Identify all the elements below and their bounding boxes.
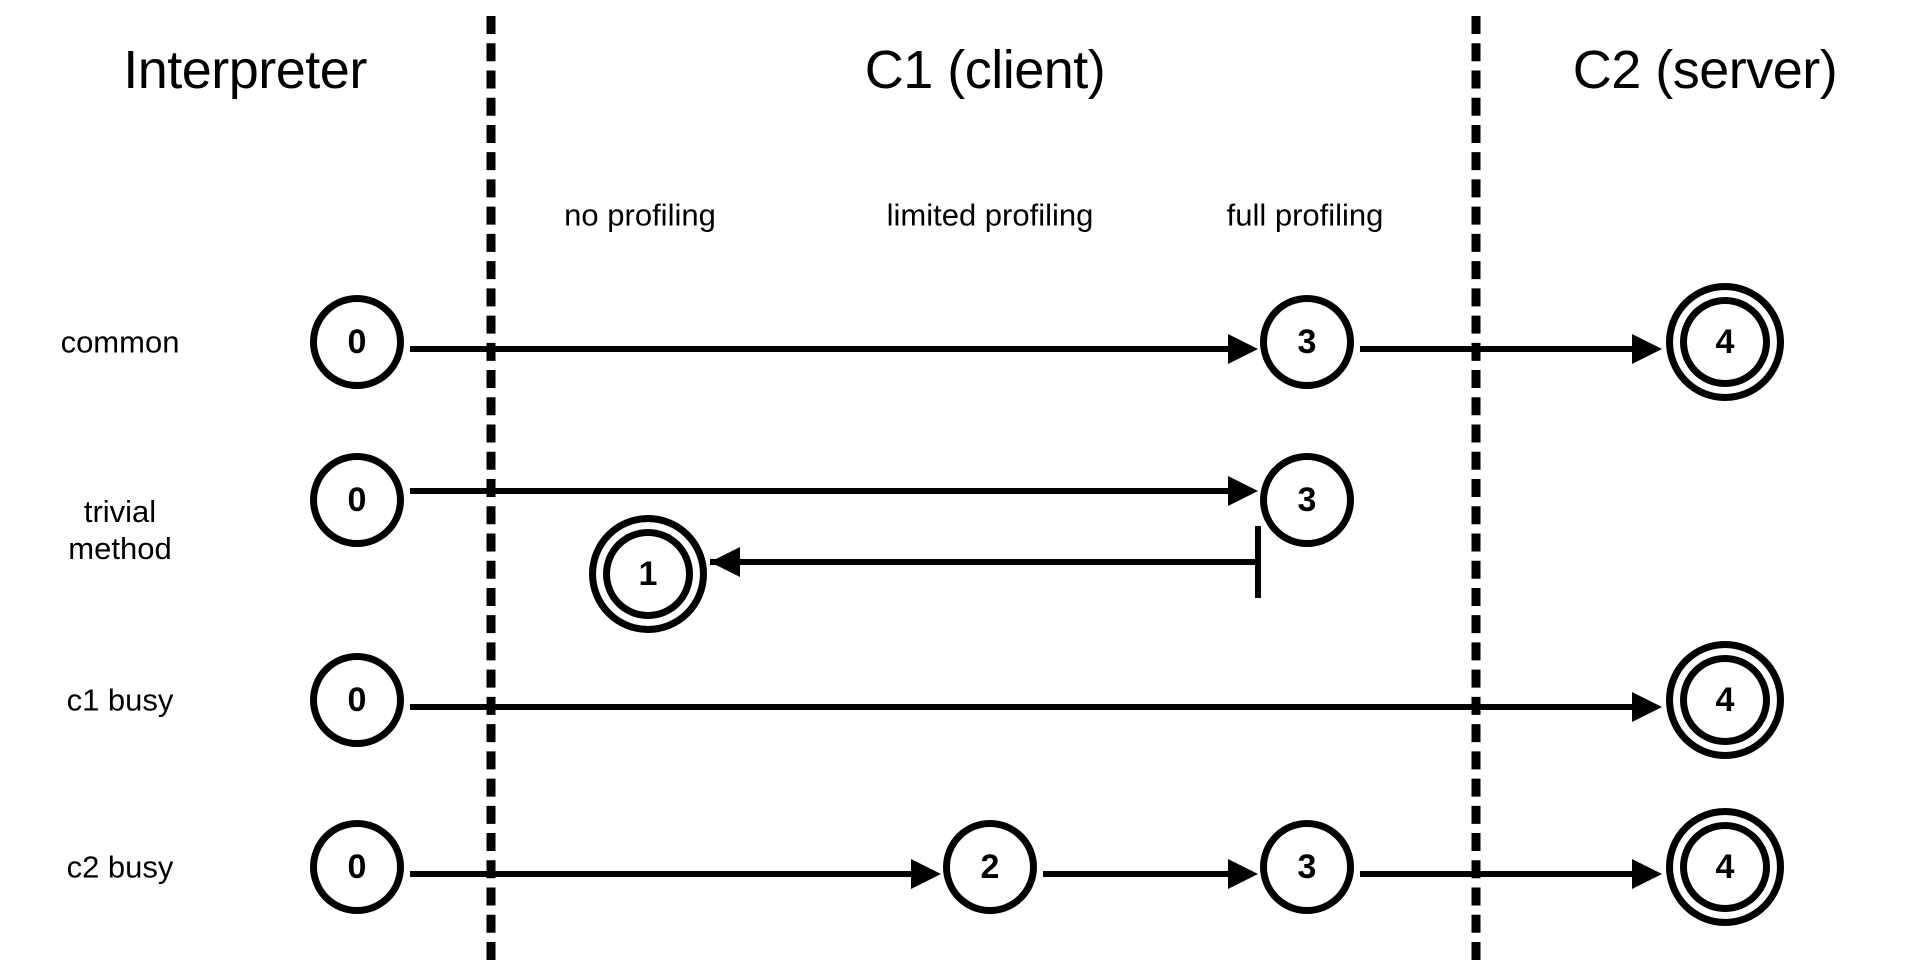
state-node-label: 0 <box>347 480 367 519</box>
row-label-c1-busy: c1 busy <box>66 682 174 718</box>
state-node-r2-0[interactable]: 0 <box>310 453 404 547</box>
state-node-label: 0 <box>347 680 367 719</box>
state-node-r1-0[interactable]: 0 <box>310 295 404 389</box>
state-node-r1-4[interactable]: 4 <box>1666 283 1784 401</box>
sub-header-full-profiling: full profiling <box>1226 197 1384 233</box>
row-label-c2-busy: c2 busy <box>66 849 174 885</box>
arrowhead-r2-0-to-3 <box>1228 476 1258 506</box>
column-header-c1: C1 (client) <box>864 40 1106 100</box>
state-node-label: 0 <box>347 847 367 886</box>
edge-r4-2-to-3 <box>1043 871 1228 877</box>
state-node-label: 3 <box>1297 322 1317 361</box>
state-node-r2-1[interactable]: 1 <box>589 515 707 633</box>
edge-r4-0-to-2 <box>410 871 911 877</box>
column-header-interpreter: Interpreter <box>123 40 367 100</box>
state-node-r4-0[interactable]: 0 <box>310 820 404 914</box>
state-node-label: 4 <box>1715 322 1735 361</box>
state-node-label: 3 <box>1297 847 1317 886</box>
state-node-r4-4[interactable]: 4 <box>1666 808 1784 926</box>
row-label-trivial-method-line1: trivial <box>83 493 157 529</box>
sub-header-limited-profiling: limited profiling <box>886 197 1094 233</box>
sub-header-no-profiling: no profiling <box>564 197 716 233</box>
edge-r1-0-to-3 <box>410 346 1228 352</box>
state-node-label: 2 <box>980 847 1000 886</box>
arrowhead-r2-3-to-1 <box>710 547 740 577</box>
state-node-r1-3[interactable]: 3 <box>1260 295 1354 389</box>
arrowhead-r4-2-to-3 <box>1228 859 1258 889</box>
state-node-label: 4 <box>1715 847 1735 886</box>
state-node-label: 4 <box>1715 680 1735 719</box>
state-node-r4-3[interactable]: 3 <box>1260 820 1354 914</box>
state-node-label: 3 <box>1297 480 1317 519</box>
state-node-r3-0[interactable]: 0 <box>310 653 404 747</box>
column-header-c2: C2 (server) <box>1572 40 1838 100</box>
edge-r2-3-to-1 <box>710 559 1258 565</box>
arrowhead-r4-3-to-4 <box>1632 859 1662 889</box>
state-node-label: 1 <box>638 554 658 593</box>
edge-r3-0-to-4 <box>410 704 1632 710</box>
arrowhead-r4-0-to-2 <box>911 859 941 889</box>
row-label-common: common <box>60 324 180 360</box>
edge-r4-3-to-4 <box>1360 871 1632 877</box>
arrowhead-r1-3-to-4 <box>1632 334 1662 364</box>
state-node-label: 0 <box>347 322 367 361</box>
arrowhead-r3-0-to-4 <box>1632 692 1662 722</box>
state-node-r3-4[interactable]: 4 <box>1666 641 1784 759</box>
row-label-trivial-method: trivial method <box>68 493 171 567</box>
state-node-r2-3[interactable]: 3 <box>1260 453 1354 547</box>
edge-r2-3-down-connector <box>1255 526 1261 598</box>
row-label-trivial-method-line2: method <box>68 531 172 566</box>
edge-r2-0-to-3 <box>410 488 1228 494</box>
state-node-r4-2[interactable]: 2 <box>943 820 1037 914</box>
edge-r1-3-to-4 <box>1360 346 1632 352</box>
divider-c1-c2 <box>1471 16 1481 960</box>
arrowhead-r1-0-to-3 <box>1228 334 1258 364</box>
